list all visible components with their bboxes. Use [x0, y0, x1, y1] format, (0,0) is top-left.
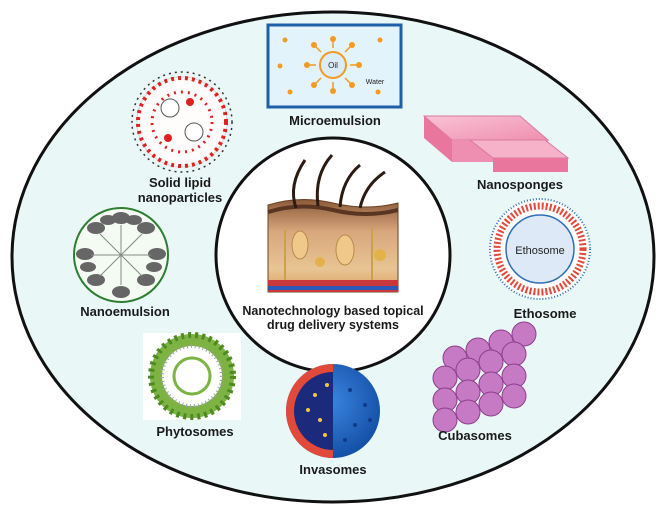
sln-label-line1: Solid lipid	[148, 175, 212, 190]
ethosome-label: Ethosome	[513, 306, 577, 321]
sln-label: Solid lipid nanoparticles	[110, 175, 250, 206]
sln-illustration	[131, 71, 233, 173]
microemulsion-oil-text: Oil	[328, 61, 338, 70]
microemulsion-illustration	[266, 23, 403, 109]
microemulsion-water-text: Water	[366, 79, 385, 86]
invasomes-illustration	[286, 364, 380, 458]
center-title-line2: drug delivery systems	[266, 318, 399, 333]
center-title-line1: Nanotechnology based topical	[242, 304, 424, 318]
cubasomes-label: Cubasomes	[438, 428, 512, 443]
phytosomes-label: Phytosomes	[156, 424, 234, 439]
phytosomes-illustration	[143, 332, 241, 420]
ethosome-illustration	[489, 198, 591, 300]
sln-label-line2: nanoparticles	[137, 189, 223, 205]
center-title: Nanotechnology based topical drug delive…	[233, 304, 433, 333]
nanosponges-label: Nanosponges	[477, 177, 563, 192]
nanosponges-illustration	[422, 115, 570, 172]
ethosome-inner-text: Ethosome	[515, 245, 565, 257]
nanoemulsion-illustration	[73, 207, 169, 303]
cubasomes-illustration	[432, 321, 537, 433]
skin-icon	[267, 153, 399, 293]
microemulsion-label: Microemulsion	[289, 113, 381, 128]
invasomes-label: Invasomes	[299, 462, 367, 477]
nanoemulsion-label: Nanoemulsion	[80, 304, 170, 319]
